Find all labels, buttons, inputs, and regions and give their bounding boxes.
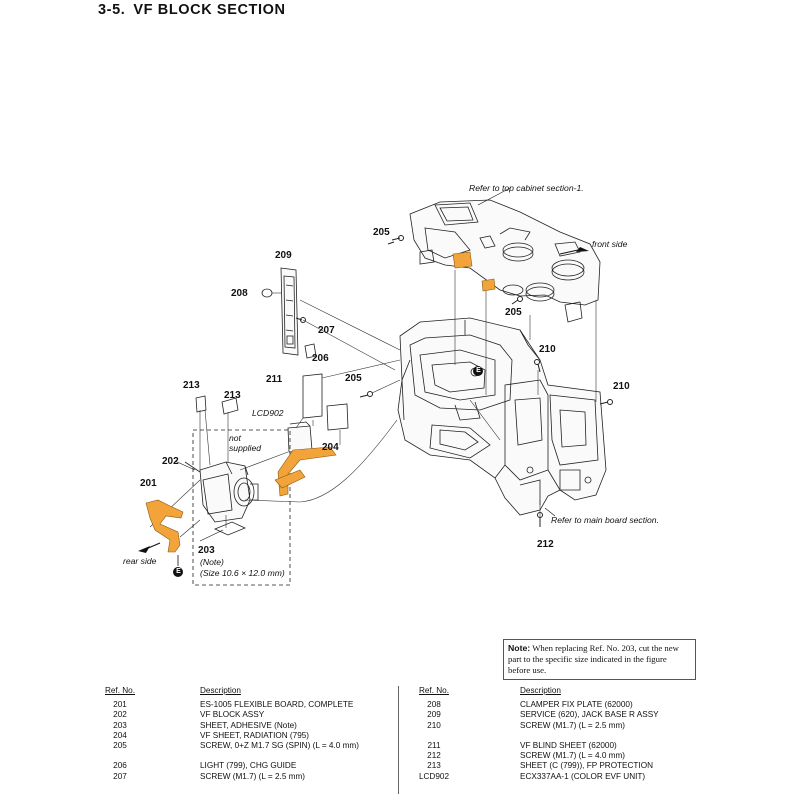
table-spacer-row — [96, 751, 396, 761]
table-divider — [398, 686, 399, 794]
part-201-flex-board — [145, 499, 184, 553]
description-header: Description — [200, 686, 241, 695]
note-text: When replacing Ref. No. 203, cut the new… — [508, 643, 679, 675]
leader-lines — [174, 187, 556, 542]
part-209-jack-base — [280, 267, 299, 356]
description-header: Description — [520, 686, 561, 695]
callout-main-board: Refer to main board section. — [551, 515, 659, 525]
connector-markers — [173, 366, 483, 577]
ref-label-210-b: 210 — [613, 381, 630, 392]
ref-label-213-a: 213 — [183, 380, 200, 391]
part-208-clamper — [261, 288, 273, 298]
part-206-light-guide — [304, 343, 317, 359]
ref-label-205-left: 205 — [345, 373, 362, 384]
part-213b-sheet — [221, 397, 239, 415]
ref-label-205-top: 205 — [373, 227, 390, 238]
connector-e-bottom: E — [176, 568, 181, 575]
top-flex-a — [452, 251, 473, 269]
screws — [295, 235, 613, 527]
section-name: VF BLOCK SECTION — [133, 2, 286, 18]
ref-no-header: Ref. No. — [418, 686, 450, 695]
not-supplied-box — [192, 429, 291, 586]
part-204-radiation-sheet — [326, 403, 349, 431]
lcd-flex-cable — [277, 446, 337, 497]
section-number: 3-5. — [98, 2, 126, 18]
replacement-note: Note: When replacing Ref. No. 203, cut t… — [503, 639, 696, 680]
callout-top-cabinet: Refer to top cabinet section-1. — [469, 183, 584, 193]
ref-label-202: 202 — [162, 456, 179, 467]
ref-label-201: 201 — [140, 478, 157, 489]
callout-note-203: (Note) — [200, 557, 224, 567]
ref-label-213-b: 213 — [224, 390, 241, 401]
callout-not-supplied: not supplied — [229, 433, 262, 453]
ref-label-207: 207 — [318, 325, 335, 336]
table-spacer-row — [410, 731, 710, 741]
ref-label-212: 212 — [537, 539, 554, 550]
direction-arrows — [138, 247, 589, 553]
part-203-adhesive-sheet — [214, 521, 246, 536]
ref-label-205-mid: 205 — [505, 307, 522, 318]
part-202-vf-block — [199, 461, 259, 523]
ref-label-211: 211 — [266, 374, 283, 385]
callout-lcd902: LCD902 — [252, 408, 284, 418]
ref-label-204: 204 — [322, 442, 339, 453]
connector-e-top: E — [476, 367, 481, 374]
ref-label-208: 208 — [231, 288, 248, 299]
ref-label-206: 206 — [312, 353, 329, 364]
ref-label-210-a: 210 — [539, 344, 556, 355]
top-flex-b — [481, 278, 496, 292]
callout-rear-side: rear side — [123, 556, 157, 566]
note-label: Note: — [508, 643, 531, 653]
part-211-blind-sheet — [302, 373, 323, 419]
assembly-lines — [149, 270, 597, 538]
camera-body-frame — [397, 317, 607, 516]
callout-front-side: front side — [592, 239, 628, 249]
section-title: 3-5. VF BLOCK SECTION — [98, 2, 294, 18]
flex-boards — [145, 251, 496, 553]
ref-label-203: 203 — [198, 545, 215, 556]
lcd902-unit — [287, 425, 313, 453]
part-213a-sheet — [195, 395, 207, 413]
callout-size-203: (Size 10.6 × 12.0 mm) — [200, 568, 285, 578]
ref-label-209: 209 — [275, 250, 292, 261]
ref-no-header: Ref. No. — [104, 686, 136, 695]
top-cabinet-outline — [409, 199, 601, 323]
